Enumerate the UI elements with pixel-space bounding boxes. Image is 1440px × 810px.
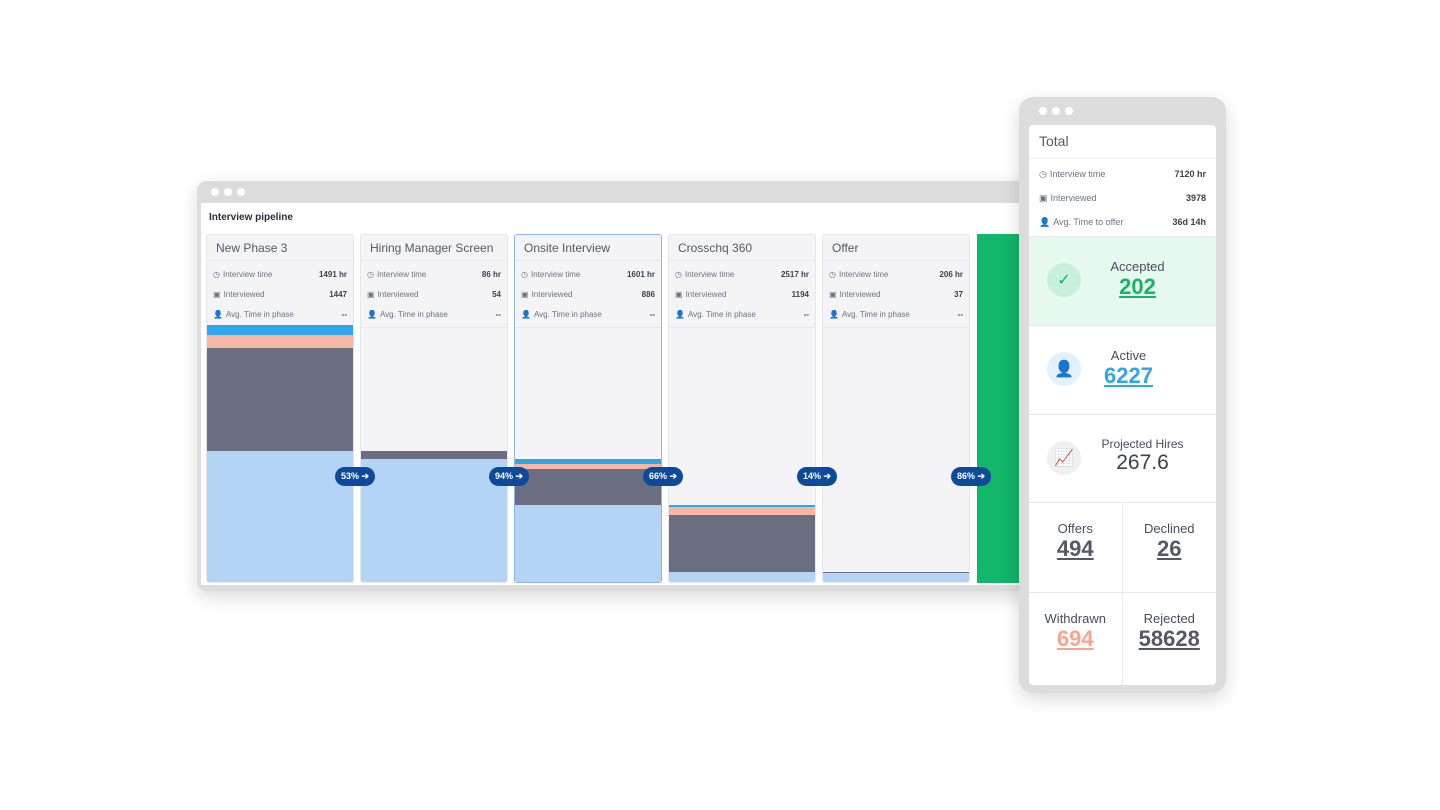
- person-icon: 👤: [213, 309, 223, 319]
- interviewed-count: 54: [492, 289, 501, 299]
- person-icon: 👤: [1039, 216, 1051, 227]
- conversion-badge[interactable]: 14% ➔: [797, 467, 838, 486]
- chart-line-icon: 📈: [1047, 441, 1081, 475]
- avg-time: --: [957, 309, 963, 319]
- clock-icon: ◷: [675, 269, 682, 279]
- total-avg-time: 36d 14h: [1172, 217, 1206, 227]
- interviewed-count: 886: [641, 289, 655, 299]
- interview-time: 206 hr: [939, 269, 963, 279]
- interviewed-count: 1447: [329, 289, 347, 299]
- funnel-segment-light: [823, 573, 969, 582]
- conversion-badge[interactable]: 86% ➔: [951, 467, 992, 486]
- interviewed-count: 37: [954, 289, 963, 299]
- avg-time: --: [495, 309, 501, 319]
- phase-name: Crosschq 360: [669, 235, 815, 261]
- funnel-segment-blue: [515, 458, 661, 464]
- phase-name: Offer: [823, 235, 969, 261]
- person-icon: 👤: [1047, 352, 1081, 386]
- clock-icon: ◷: [829, 269, 836, 279]
- declined-link[interactable]: 26: [1157, 536, 1182, 561]
- avg-time: --: [803, 309, 809, 319]
- calendar-icon: ▣: [213, 289, 221, 299]
- person-icon: 👤: [675, 309, 685, 319]
- check-icon: ✓: [1047, 263, 1081, 297]
- hired-column[interactable]: [977, 234, 1023, 583]
- person-icon: 👤: [521, 309, 531, 319]
- funnel-segment-salmon: [669, 507, 815, 516]
- person-icon: 👤: [367, 309, 377, 319]
- funnel-segment-dark: [823, 571, 969, 574]
- conversion-badge[interactable]: 94% ➔: [489, 467, 530, 486]
- rejected-link[interactable]: 58628: [1138, 626, 1200, 651]
- calendar-icon: ▣: [829, 289, 837, 299]
- window-controls: [211, 188, 245, 196]
- clock-icon: ◷: [367, 269, 374, 279]
- interview-time: 2517 hr: [780, 269, 809, 279]
- offers-link[interactable]: 494: [1056, 536, 1094, 561]
- pipeline-title: Interview pipeline: [209, 212, 293, 223]
- phase-name: New Phase 3: [207, 235, 353, 261]
- interviewed-count: 1194: [791, 289, 809, 299]
- conversion-badge[interactable]: 66% ➔: [643, 467, 684, 486]
- total-interviewed: 3978: [1185, 193, 1206, 203]
- clock-icon: ◷: [521, 269, 528, 279]
- calendar-icon: ▣: [521, 289, 529, 299]
- funnel-segment-blue: [207, 325, 353, 336]
- person-icon: 👤: [829, 309, 839, 319]
- funnel-segment-dark: [669, 515, 815, 572]
- clock-icon: ◷: [213, 269, 220, 279]
- phase-name: Hiring Manager Screen: [361, 235, 507, 261]
- projected-tile: 📈 Projected Hires 267.6: [1029, 414, 1216, 502]
- interview-time: 86 hr: [481, 269, 501, 279]
- total-interview-time: 7120 hr: [1174, 169, 1206, 179]
- funnel-segment-dark: [515, 468, 661, 505]
- active-link[interactable]: 6227: [1104, 363, 1153, 388]
- avg-time: --: [649, 309, 655, 319]
- funnel-segment-dark: [361, 450, 507, 459]
- funnel-segment-salmon: [515, 463, 661, 469]
- funnel-segment-light: [207, 450, 353, 582]
- interview-time: 1601 hr: [626, 269, 655, 279]
- calendar-icon: ▣: [367, 289, 375, 299]
- funnel-segment-salmon: [207, 335, 353, 349]
- funnel-segment-dark: [207, 348, 353, 451]
- conversion-badge[interactable]: 53% ➔: [335, 467, 376, 486]
- funnel-segment-light: [669, 571, 815, 582]
- projected-value: 267.6: [1116, 451, 1169, 474]
- funnel-segment-light: [361, 458, 507, 582]
- clock-icon: ◷: [1039, 168, 1047, 179]
- accepted-link[interactable]: 202: [1119, 274, 1156, 299]
- active-tile: 👤 Active 6227: [1029, 325, 1216, 414]
- pipeline-window: Interview pipeline New Phase 3 ◷Intervie…: [197, 181, 1037, 591]
- funnel-segment-blue: [669, 504, 815, 508]
- calendar-icon: ▣: [1039, 192, 1048, 203]
- phase-name: Onsite Interview: [515, 235, 661, 261]
- total-title: Total: [1029, 125, 1216, 159]
- calendar-icon: ▣: [675, 289, 683, 299]
- withdrawn-link[interactable]: 694: [1056, 626, 1094, 651]
- avg-time: --: [341, 309, 347, 319]
- accepted-tile: ✓ Accepted 202: [1029, 236, 1216, 325]
- funnel-segment-light: [515, 504, 661, 582]
- interview-time: 1491 hr: [318, 269, 347, 279]
